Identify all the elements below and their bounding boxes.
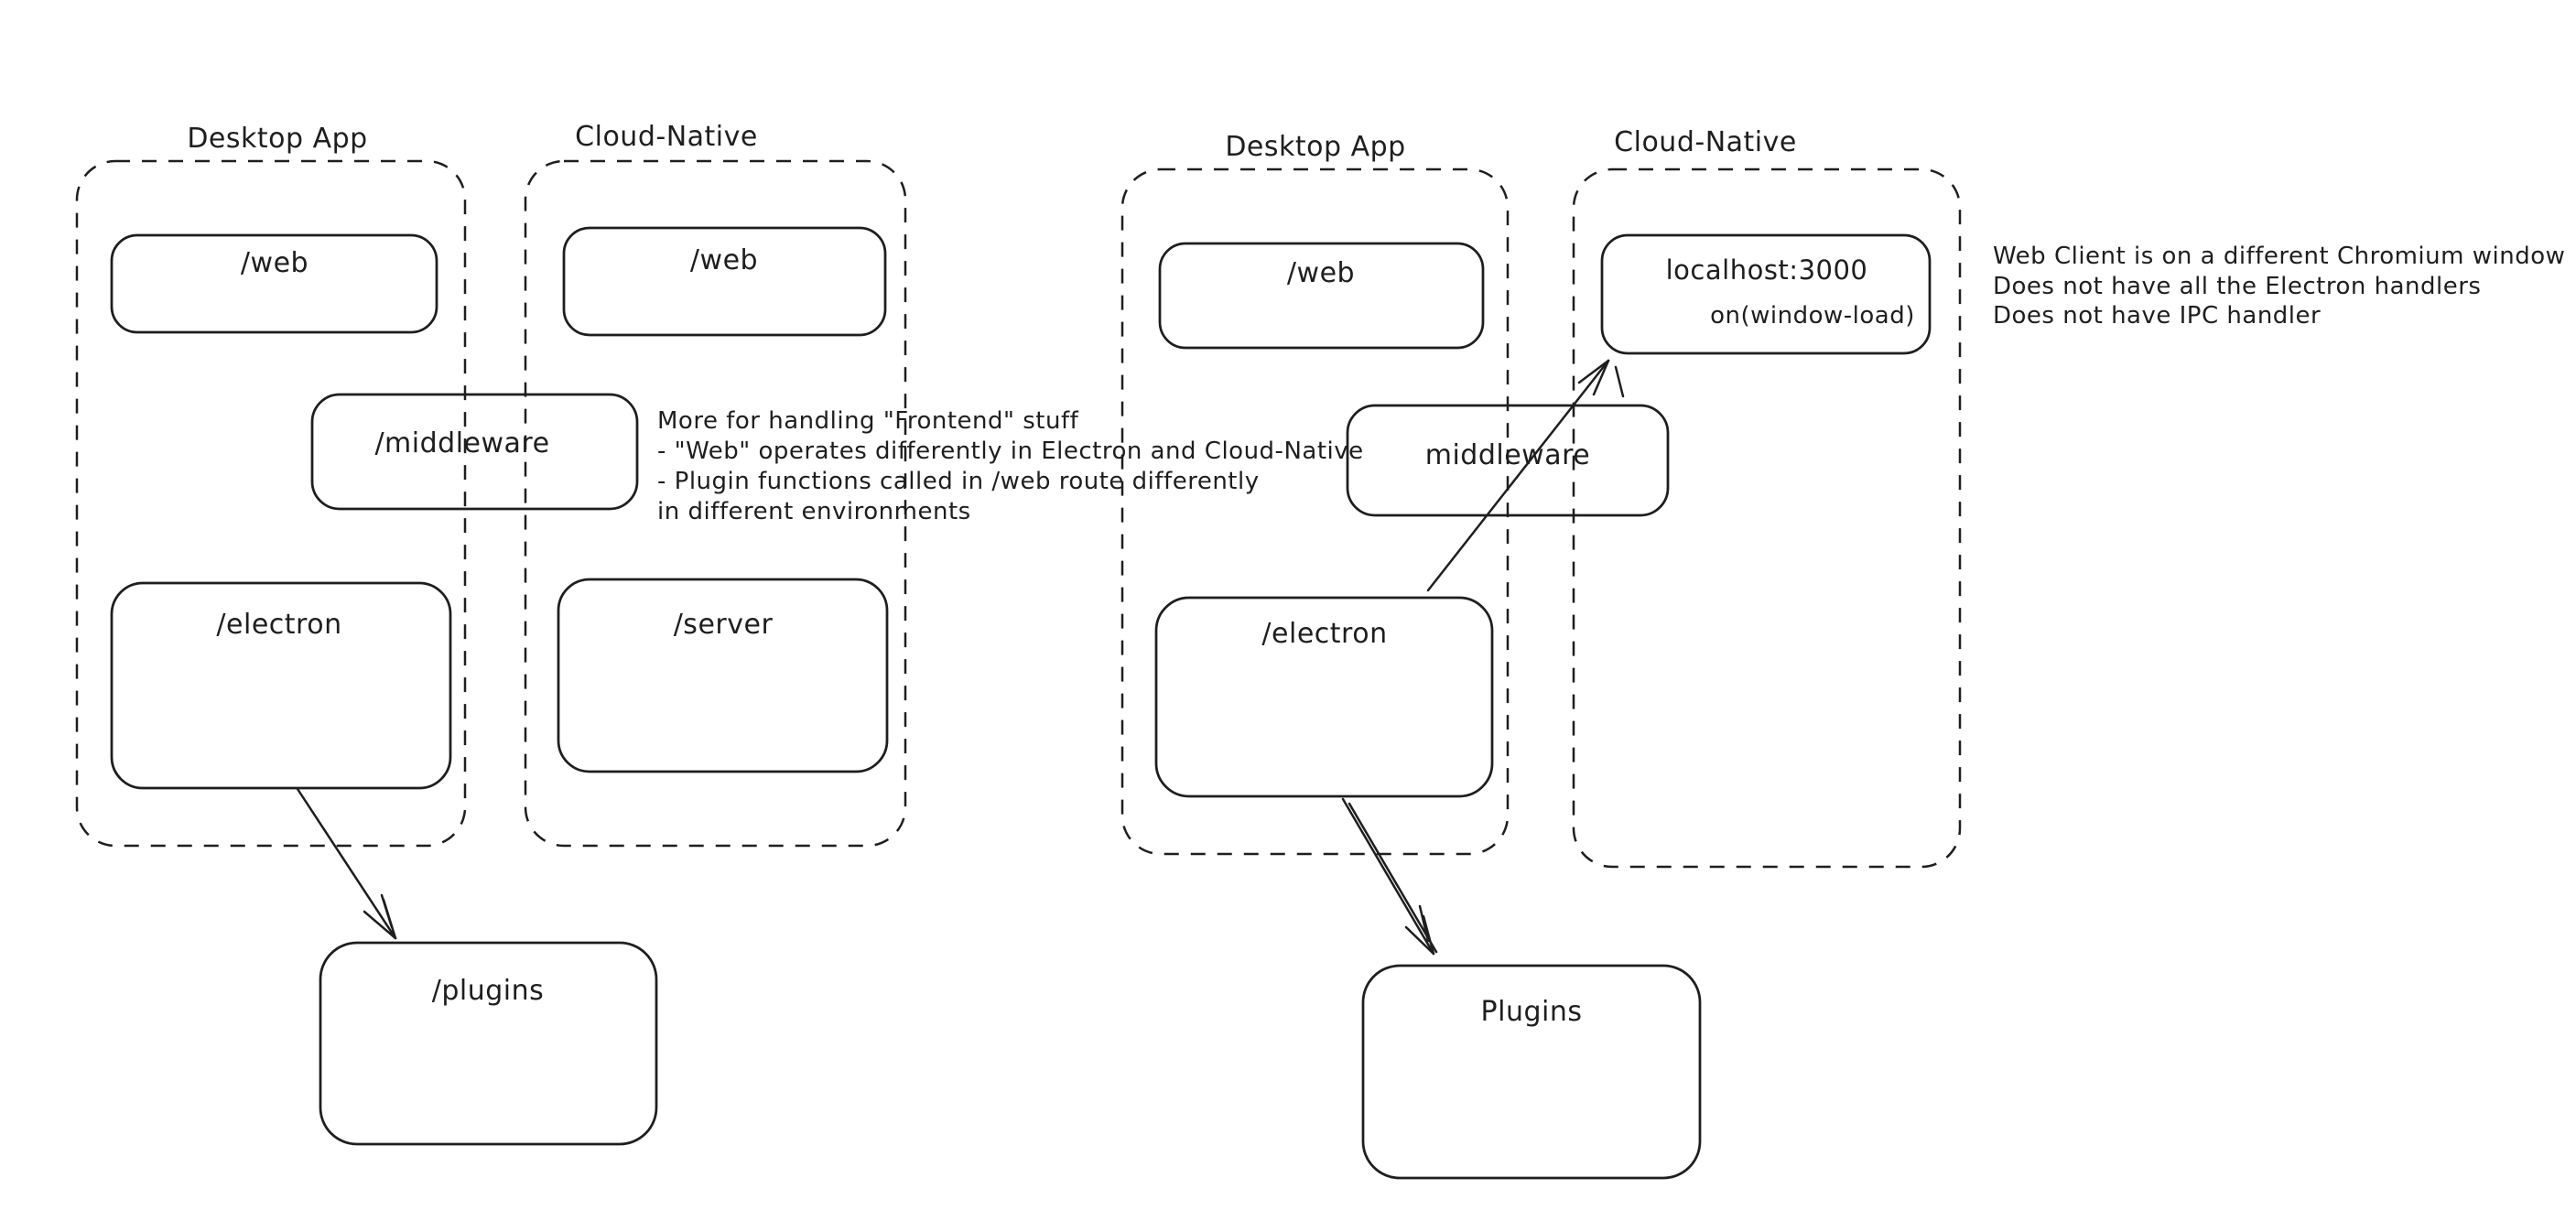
arrowhead-wing: [1592, 359, 1610, 396]
right-electron-label: /electron: [1261, 618, 1387, 650]
right-red-note: Web Client is on a different Chromium wi…: [1993, 243, 2565, 330]
right-web-box: [1158, 242, 1485, 350]
sketch-double-stroke: [1348, 802, 1438, 954]
right-web-label: /web: [1287, 257, 1355, 289]
arrow-shaft: [296, 787, 397, 940]
green-note-line: More for handling "Frontend" stuff: [657, 407, 1079, 435]
sketch-stray-stroke: [1418, 904, 1430, 943]
arrowhead-wing: [1404, 925, 1435, 956]
right-electron-to-localhost-arrow: [1426, 359, 1625, 592]
right-cloud-native-title: Cloud-Native: [1614, 126, 1797, 158]
localhost-3000-box: [1600, 233, 1932, 355]
arrow-shaft: [1426, 359, 1610, 592]
left-plugins-label: /plugins: [432, 975, 545, 1007]
green-note-line: - "Web" operates differently in Electron…: [657, 438, 1364, 465]
right-diagram: Desktop App Cloud-Native /web localhost:…: [1120, 126, 2565, 1180]
left-diagram: Desktop App Cloud-Native /web /web /midd…: [75, 121, 1364, 1146]
left-electron-to-plugins-arrow: [296, 787, 397, 940]
left-middleware-box: [310, 393, 639, 511]
left-plugins-box: [319, 941, 658, 1146]
right-plugins-box: [1361, 964, 1702, 1180]
right-middleware-label: middleware: [1425, 439, 1591, 471]
left-electron-label: /electron: [216, 609, 341, 641]
green-note-line: in different environments: [657, 498, 971, 525]
left-middleware-label: /middleware: [374, 427, 549, 459]
left-server-box: [557, 578, 889, 773]
right-desktop-app-container: [1120, 168, 1510, 856]
left-cloud-native-title: Cloud-Native: [575, 121, 758, 153]
red-note-line: Does not have all the Electron handlers: [1993, 273, 2481, 300]
arrowhead-wing: [363, 910, 397, 940]
arrow-shaft: [1341, 797, 1435, 956]
left-web-desktop-label: /web: [241, 247, 308, 279]
green-note-line: - Plugin functions called in /web route …: [657, 468, 1260, 495]
left-web-cloud-box: [562, 226, 887, 337]
on-window-load-label: on(window-load): [1710, 302, 1915, 330]
left-web-cloud-label: /web: [690, 244, 758, 276]
left-cloud-native-container: [524, 159, 907, 848]
localhost-3000-label: localhost:3000: [1666, 254, 1868, 286]
left-electron-box: [110, 581, 452, 790]
left-web-desktop-box: [110, 233, 438, 334]
right-electron-box: [1154, 596, 1494, 798]
right-electron-to-plugins-arrow: [1341, 797, 1438, 956]
left-desktop-app-container: [75, 159, 467, 848]
right-plugins-label: Plugins: [1481, 996, 1583, 1028]
left-server-label: /server: [674, 609, 774, 641]
arrowhead-wing: [1422, 914, 1435, 956]
sketch-stray-stroke: [1614, 365, 1625, 398]
left-desktop-app-title: Desktop App: [187, 123, 367, 155]
right-desktop-app-title: Desktop App: [1225, 131, 1405, 163]
left-green-note: More for handling "Frontend" stuff - "We…: [657, 407, 1364, 525]
red-note-line: Web Client is on a different Chromium wi…: [1993, 243, 2565, 270]
right-middleware-box: [1346, 404, 1670, 517]
sketch-stray-stroke: [380, 893, 394, 929]
red-note-line: Does not have IPC handler: [1993, 302, 2321, 330]
arrowhead-wing: [1577, 359, 1610, 384]
right-cloud-native-container: [1572, 168, 1962, 869]
